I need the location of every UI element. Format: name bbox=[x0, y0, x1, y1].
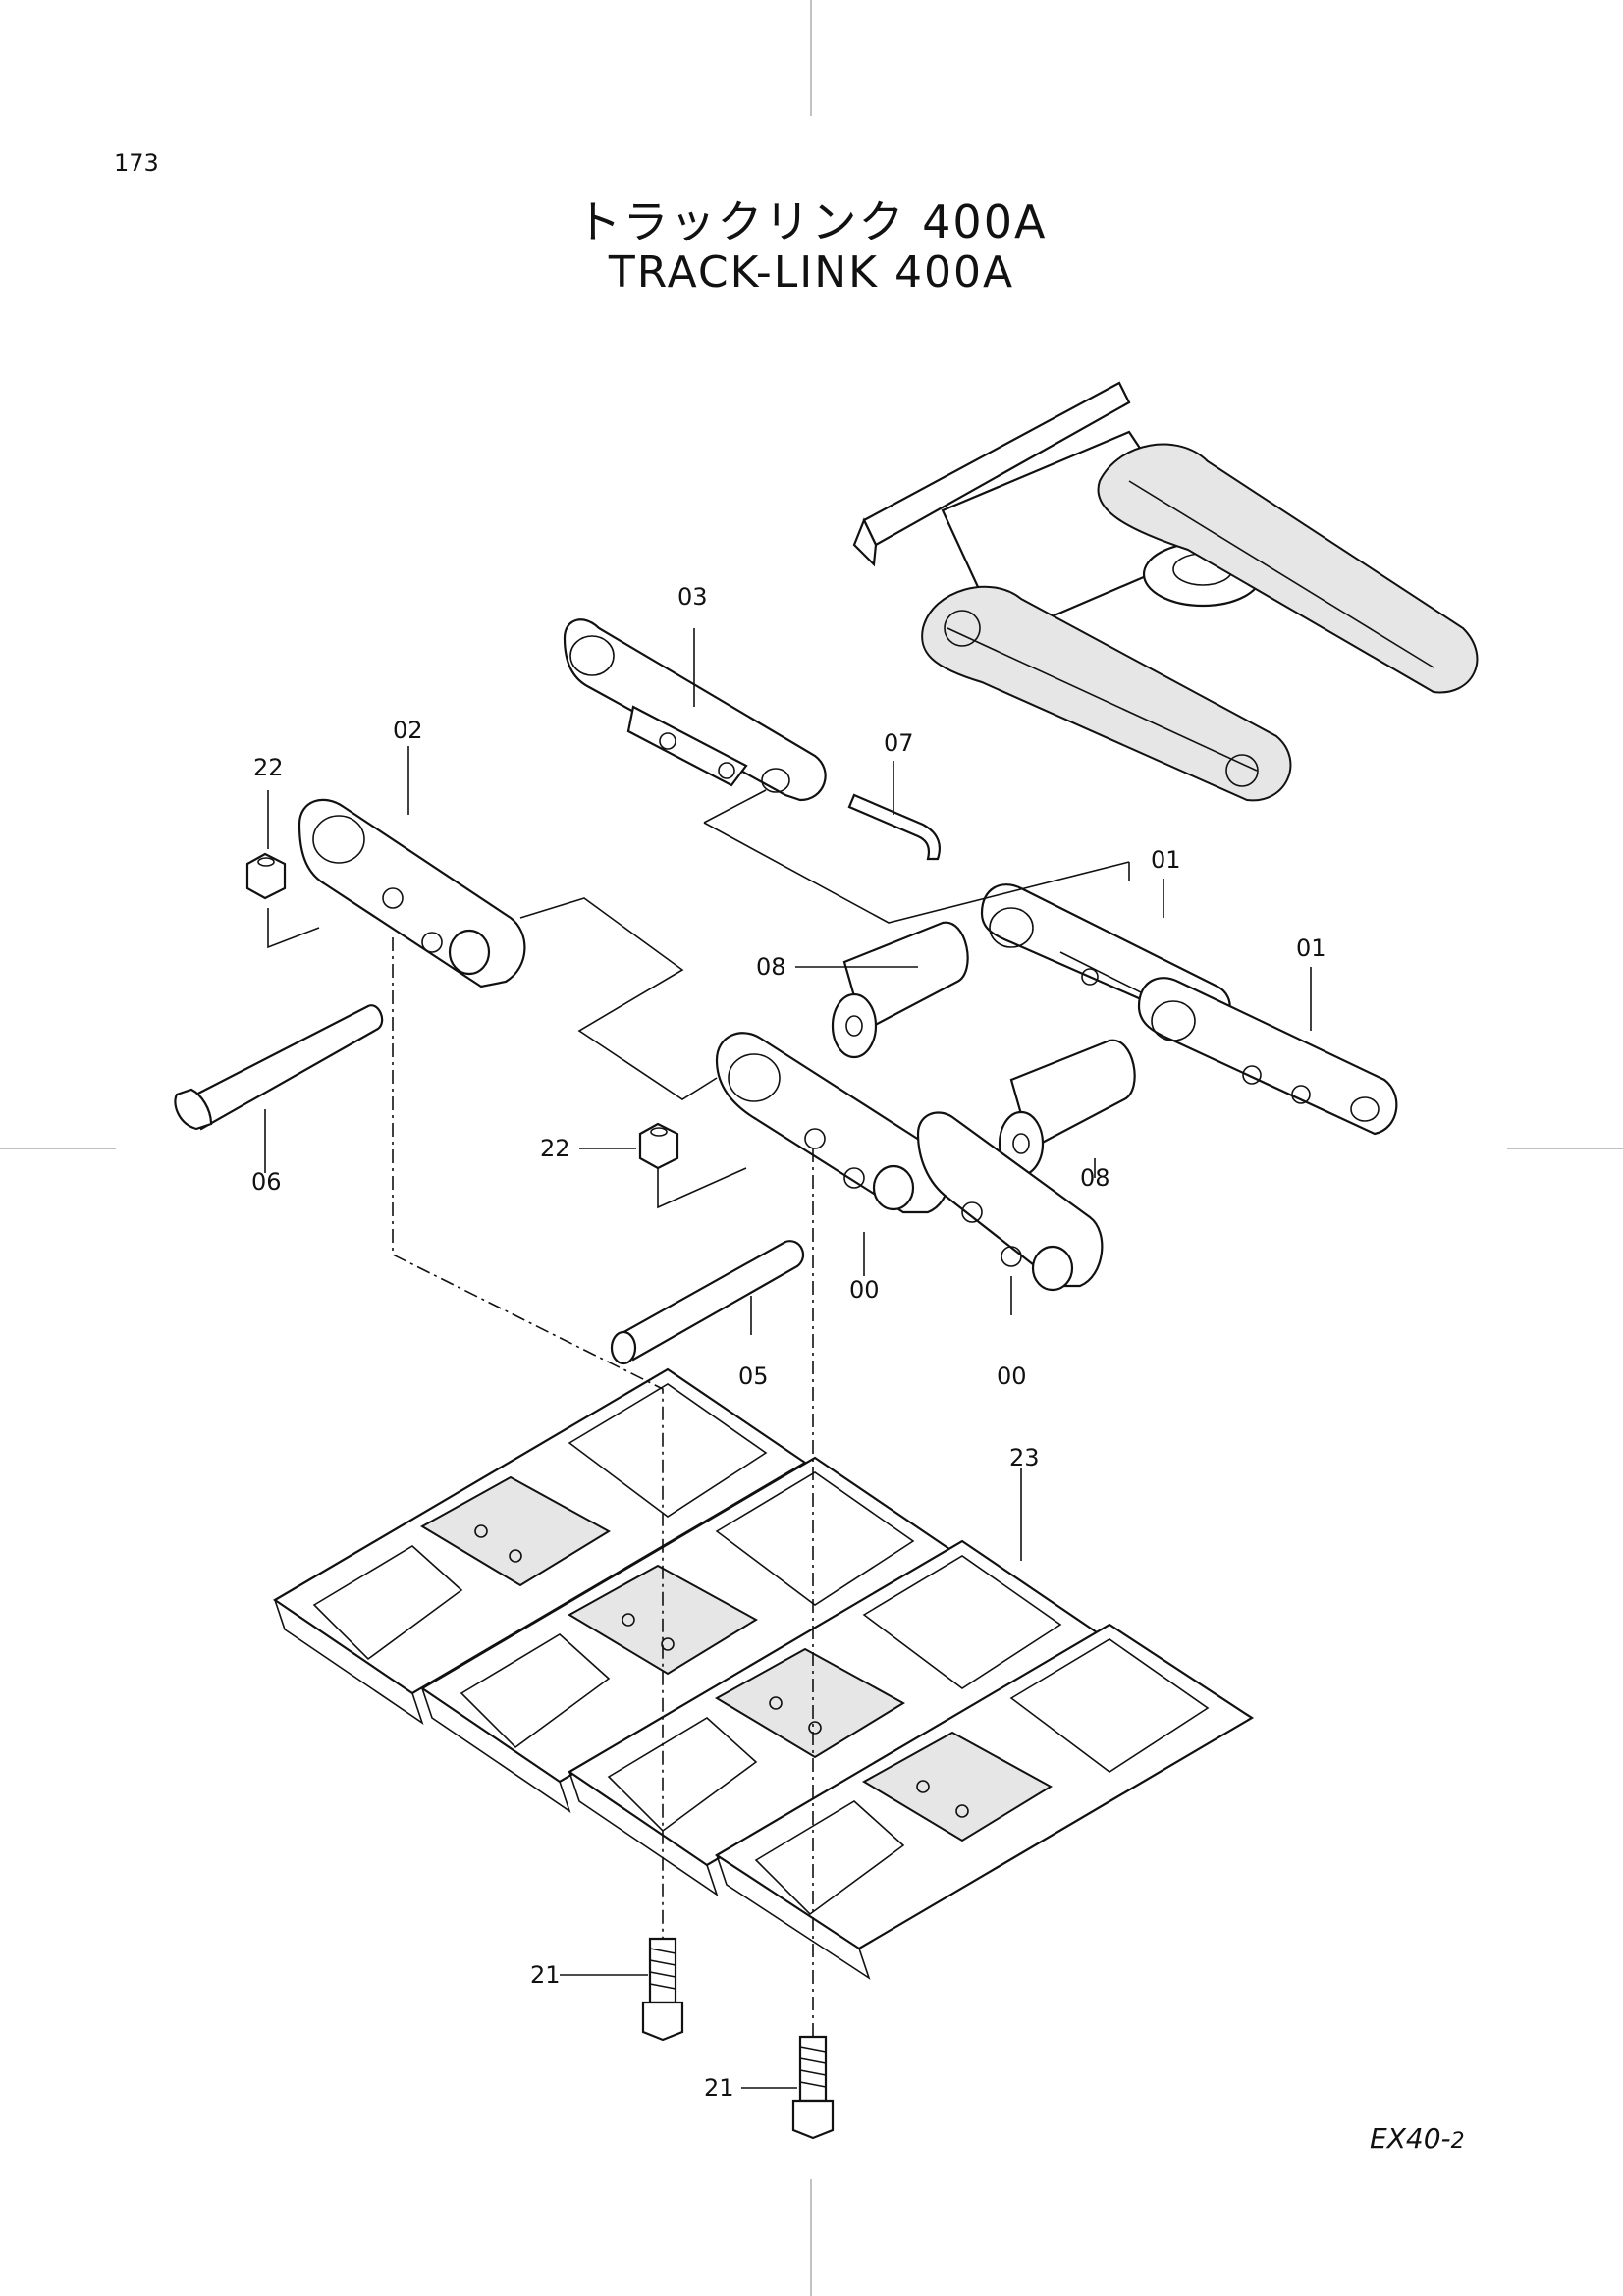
nut-22-upper bbox=[245, 852, 287, 900]
track-link-03 bbox=[563, 618, 827, 802]
bushing-08-lower bbox=[998, 1039, 1136, 1177]
pin-05 bbox=[610, 1240, 804, 1365]
undercarriage-overview-illustration bbox=[852, 381, 1479, 802]
track-link-00-a bbox=[715, 1032, 950, 1214]
callout-labels: 03 02 22 07 01 01 08 08 22 06 00 00 05 2… bbox=[251, 583, 1326, 2102]
track-shoe-23-4 bbox=[714, 1623, 1255, 1980]
callout-07: 07 bbox=[884, 729, 914, 757]
track-link-00-b bbox=[916, 1111, 1104, 1292]
title-japanese: トラックリンク 400A bbox=[575, 195, 1048, 248]
assembly-phantom-lines bbox=[267, 789, 1130, 2037]
callout-05: 05 bbox=[738, 1362, 769, 1390]
bolt-21-lower bbox=[791, 2035, 835, 2140]
callout-08-lower: 08 bbox=[1080, 1164, 1110, 1192]
callout-22-lower: 22 bbox=[540, 1135, 570, 1162]
callout-02: 02 bbox=[393, 717, 423, 744]
bushing-08-upper bbox=[831, 921, 969, 1059]
pin-06 bbox=[174, 1004, 384, 1131]
callout-03: 03 bbox=[677, 583, 708, 611]
callout-23: 23 bbox=[1009, 1444, 1040, 1471]
callout-08-upper: 08 bbox=[756, 953, 786, 981]
leader-lines bbox=[264, 628, 1312, 2089]
callout-21-upper: 21 bbox=[530, 1961, 561, 1989]
callout-01-b: 01 bbox=[1296, 934, 1326, 962]
model-code-suffix: 2 bbox=[1450, 2129, 1465, 2154]
callout-00-a: 00 bbox=[849, 1276, 880, 1304]
callout-22-upper: 22 bbox=[253, 754, 284, 781]
track-link-02 bbox=[298, 798, 526, 988]
callout-00-b: 00 bbox=[997, 1362, 1027, 1390]
callout-21-lower: 21 bbox=[704, 2074, 734, 2102]
track-shoe-23-1 bbox=[272, 1367, 808, 1725]
nut-22-lower bbox=[638, 1122, 679, 1170]
model-code: EX40-2 bbox=[1370, 2122, 1465, 2155]
callout-06: 06 bbox=[251, 1168, 282, 1196]
track-link-01-b bbox=[1137, 977, 1398, 1136]
callout-01-a: 01 bbox=[1151, 846, 1181, 874]
model-code-main: EX40- bbox=[1370, 2122, 1451, 2155]
page-number: 173 bbox=[114, 149, 159, 177]
bolt-21-upper bbox=[641, 1937, 684, 2042]
pin-07 bbox=[847, 793, 941, 861]
title-english: TRACK-LINK 400A bbox=[608, 247, 1015, 297]
